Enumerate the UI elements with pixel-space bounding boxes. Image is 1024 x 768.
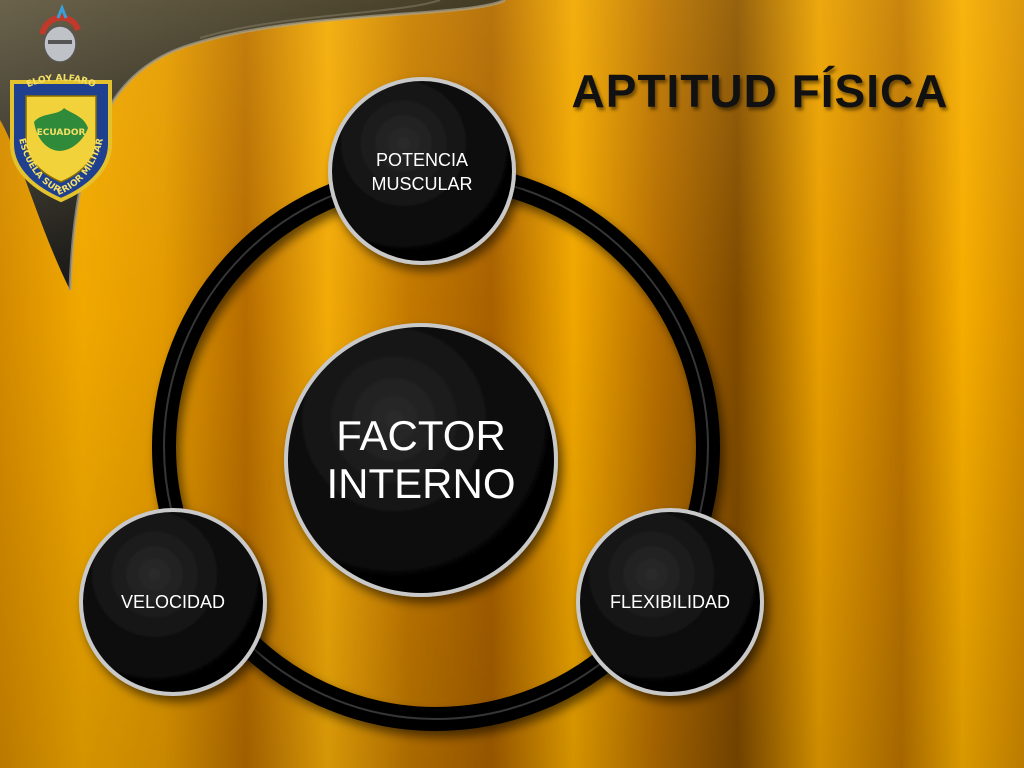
center-node-label: FACTOR INTERNO [326,412,516,507]
node-velocidad-label: VELOCIDAD [120,592,226,612]
emblem-center-text: ECUADOR [37,128,86,138]
node-potencia-muscular-label: POTENCIA MUSCULAR [371,150,473,194]
node-velocidad [79,508,267,696]
military-school-emblem: ECUADOR ELOY ALFARO ESCUELA SUPERIOR MIL… [10,4,112,203]
node-flexibilidad-label: FLEXIBILIDAD [609,592,731,612]
node-potencia-muscular [328,77,516,265]
node-flexibilidad [576,508,764,696]
center-node [284,323,558,597]
slide-title: APTITUD FÍSICA [571,65,949,117]
